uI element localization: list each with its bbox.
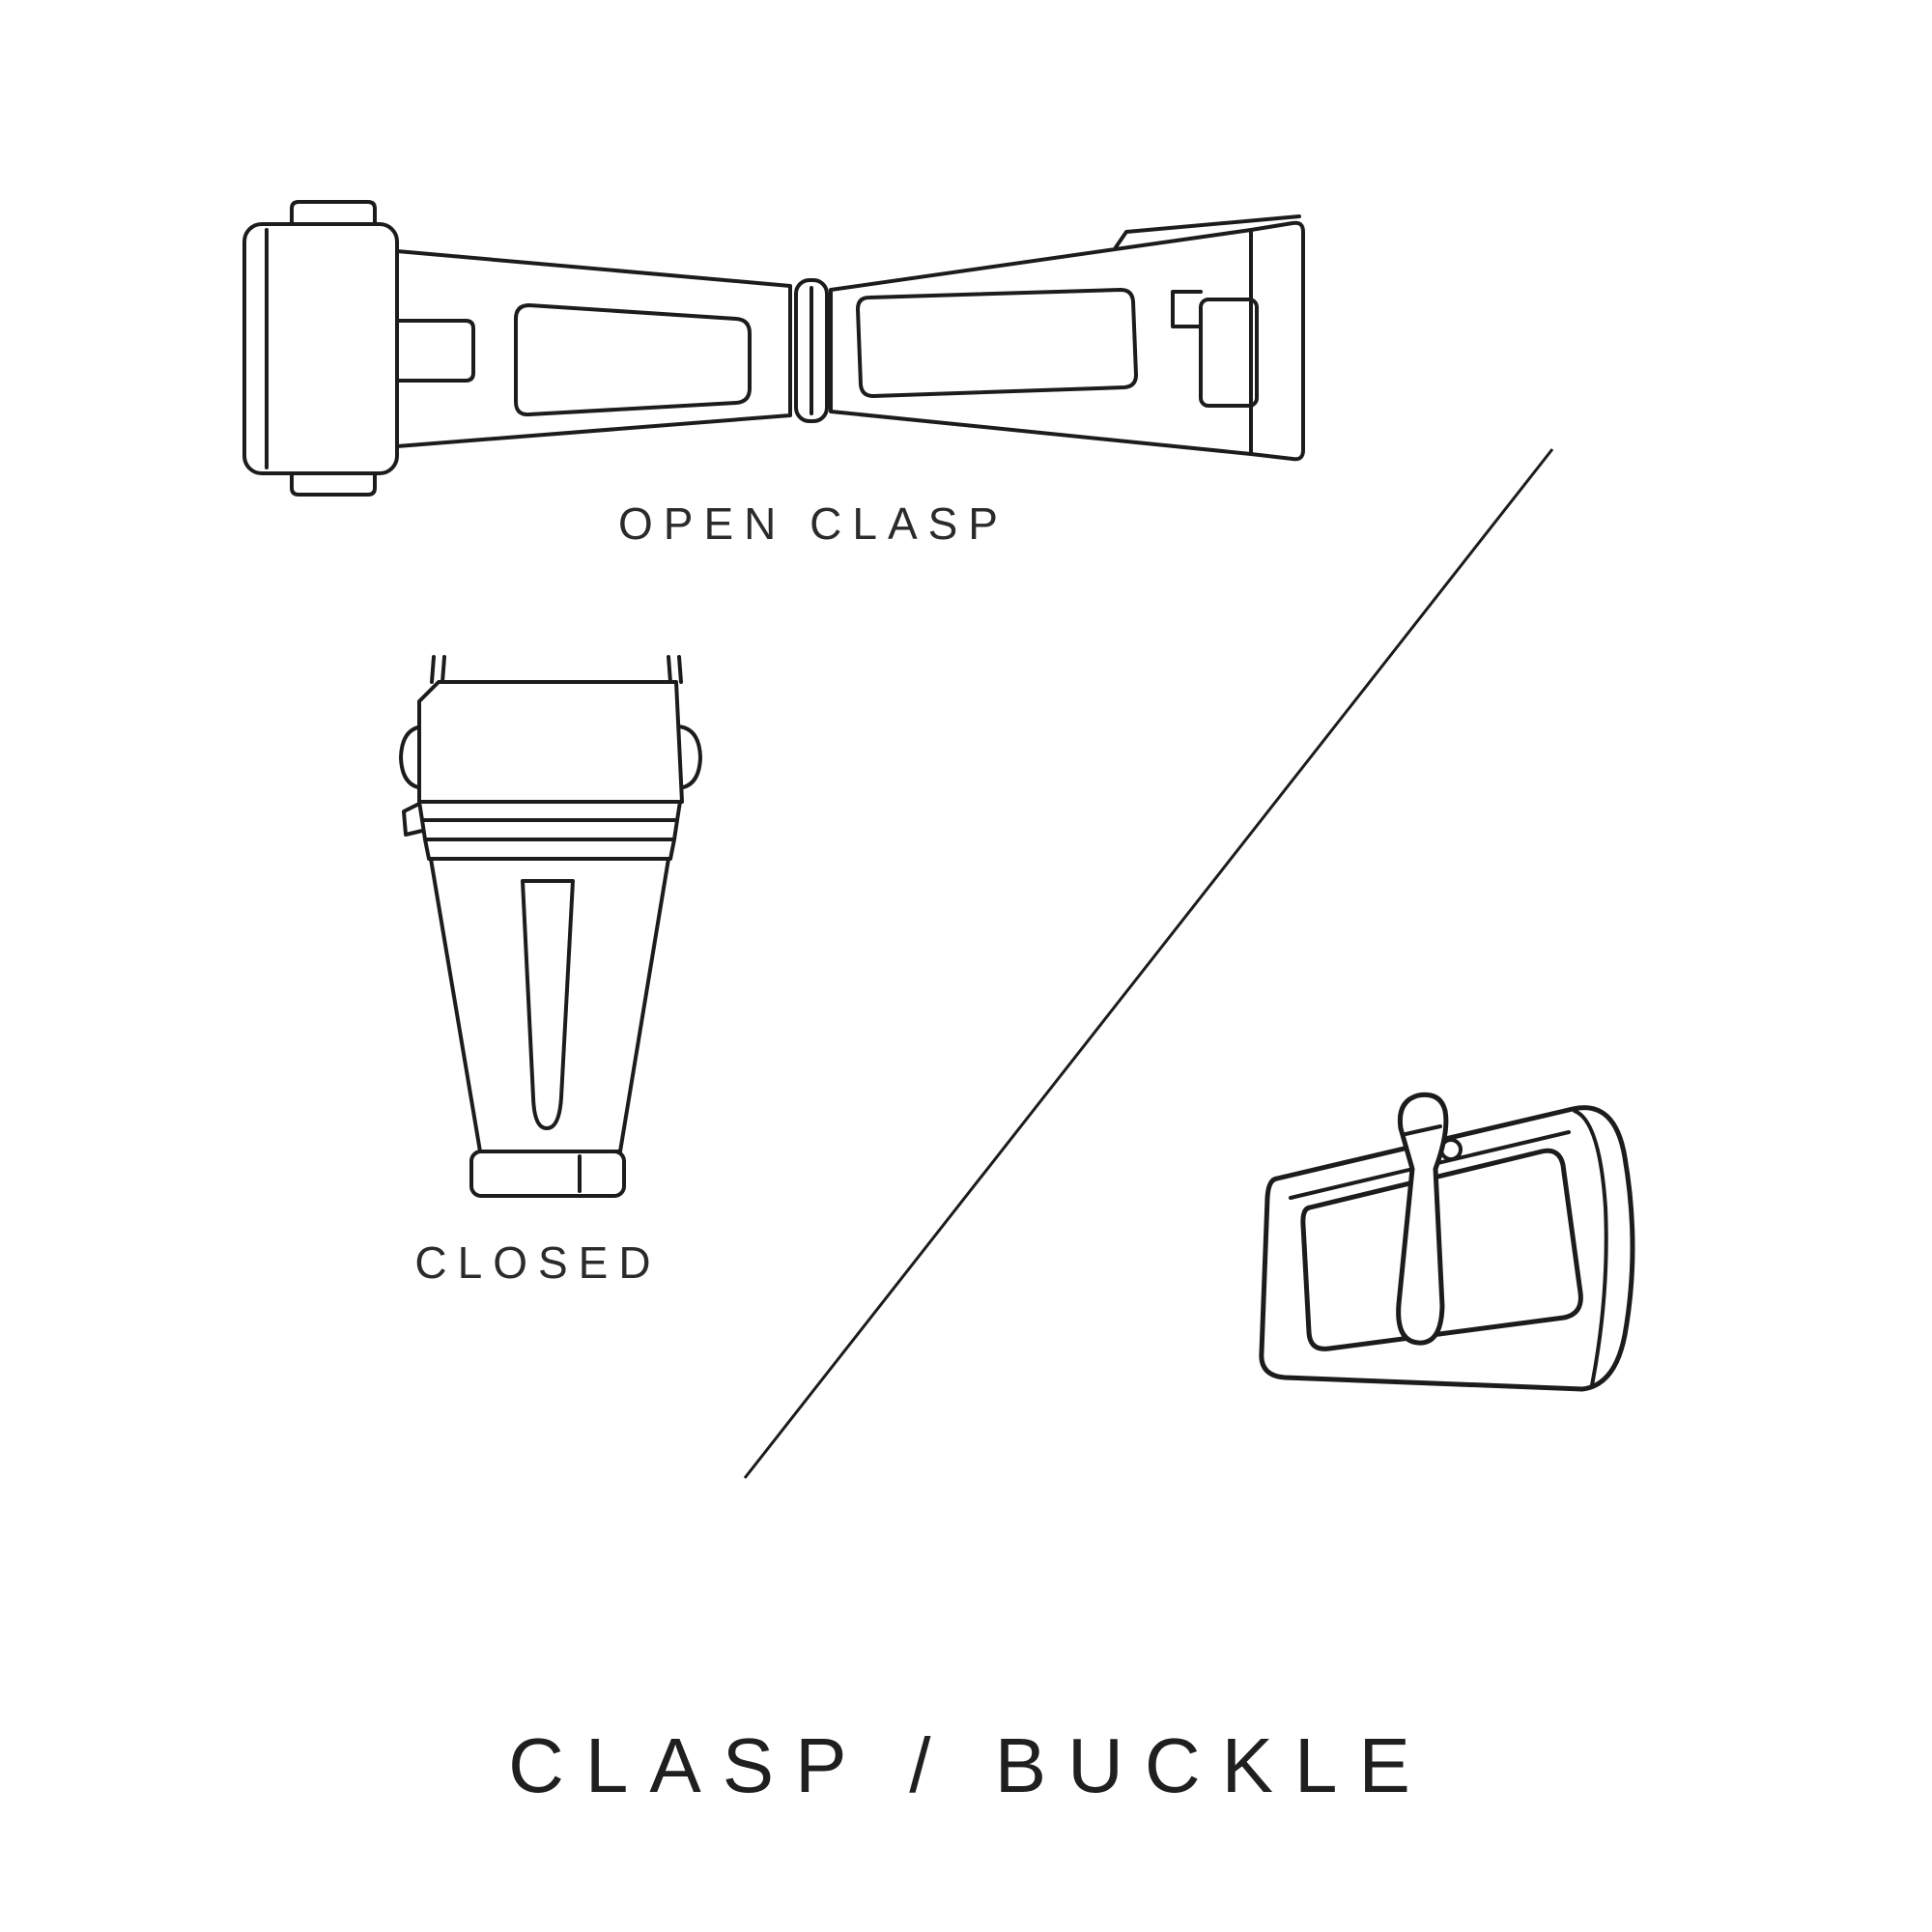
closed-clasp-cover bbox=[417, 680, 684, 804]
divider-line bbox=[743, 448, 1554, 1479]
buckle-frame-inner bbox=[1300, 1148, 1583, 1351]
open-clasp-right-window bbox=[856, 288, 1138, 398]
open-clasp-right-top-step bbox=[1114, 214, 1301, 249]
buckle-band-contour bbox=[1573, 1109, 1608, 1387]
closed-clasp-prong-right-a bbox=[667, 655, 672, 684]
closed-clasp-band-1 bbox=[417, 800, 682, 822]
open-clasp-right-arm bbox=[829, 228, 1253, 456]
open-clasp-label: OPEN CLASP bbox=[618, 498, 1009, 549]
open-clasp-left-arm bbox=[395, 249, 792, 448]
open-clasp-left-notch bbox=[395, 319, 475, 383]
open-clasp-end-bottom-tab bbox=[290, 471, 377, 497]
closed-clasp-prong-right-b bbox=[677, 655, 683, 684]
closed-clasp-window bbox=[521, 879, 575, 1130]
closed-clasp-band-3 bbox=[423, 838, 676, 861]
closed-clasp-label: CLOSED bbox=[414, 1237, 662, 1288]
open-clasp-right-hook bbox=[1171, 290, 1203, 328]
closed-clasp-left-step bbox=[402, 802, 424, 837]
closed-clasp-prong-left-a bbox=[430, 655, 436, 684]
closed-clasp-illustration bbox=[399, 655, 702, 1198]
buckle-tongue bbox=[1396, 1092, 1449, 1346]
page-title: CLASP / BUCKLE bbox=[508, 1722, 1432, 1808]
closed-clasp-bottom-bar bbox=[469, 1150, 626, 1198]
open-clasp-right-cap bbox=[1249, 220, 1305, 462]
open-clasp-end-top-tab bbox=[290, 200, 377, 226]
open-clasp-left-window bbox=[514, 303, 752, 417]
buckle-illustration bbox=[1259, 1092, 1635, 1392]
closed-clasp-body bbox=[429, 857, 670, 1153]
closed-clasp-band-2 bbox=[420, 818, 679, 841]
open-clasp-illustration bbox=[242, 200, 1305, 497]
open-clasp-right-bracket bbox=[1199, 298, 1259, 408]
closed-clasp-ear-right bbox=[676, 724, 702, 790]
closed-clasp-prong-left-b bbox=[440, 655, 446, 684]
buckle-tongue-fold bbox=[1404, 1124, 1442, 1136]
